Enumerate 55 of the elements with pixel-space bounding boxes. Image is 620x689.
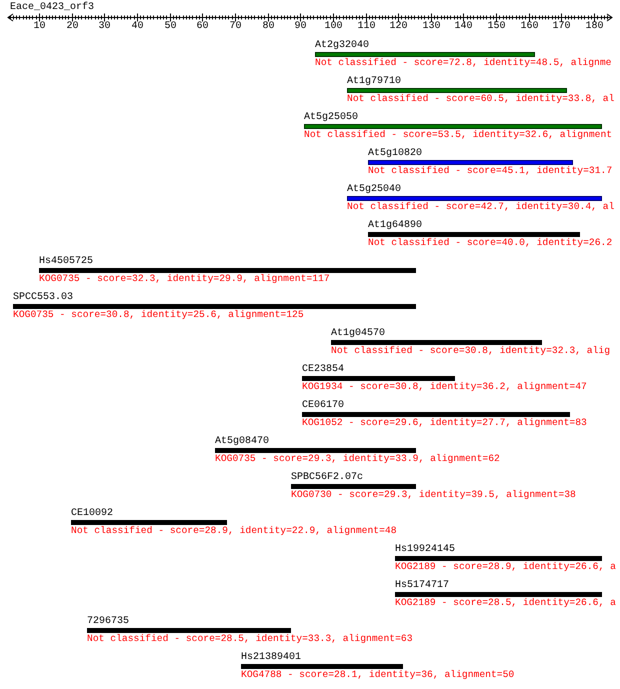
hit-name: Hs21389401	[241, 652, 302, 664]
tick-label: 20	[66, 21, 78, 32]
hit-name: CE06170	[302, 400, 344, 412]
hit-name: At1g79710	[347, 76, 402, 88]
hit-name: At5g10820	[368, 148, 422, 160]
tick-label: 120	[390, 21, 408, 32]
hit-description: KOG0730 - score=29.3, identity=39.5, alignment=38	[291, 489, 576, 501]
hit-name: At2g32040	[315, 40, 370, 52]
hit-description: KOG1934 - score=30.8, identity=36.2, alignment=47	[302, 381, 587, 393]
hit-description: Not classified - score=53.5, identity=32.6, alignment	[304, 129, 612, 141]
hit-description: Not classified - score=72.8, identity=48.5, alignme	[315, 57, 612, 69]
hit-name: Hs19924145	[395, 544, 456, 556]
hit-description: KOG0735 - score=29.3, identity=33.9, alignment=62	[215, 453, 500, 465]
tick-label: 80	[262, 21, 274, 32]
tick-label: 170	[552, 21, 570, 32]
tick-label: 70	[230, 21, 242, 32]
tick-label: 90	[294, 21, 306, 32]
tick-label: 40	[132, 21, 144, 32]
tick-label: 150	[488, 21, 506, 32]
hit-description: Not classified - score=42.7, identity=30.4, al	[347, 201, 614, 213]
hit-name: At5g25050	[304, 112, 358, 124]
tick-label: 60	[196, 21, 208, 32]
hit-name: SPBC56F2.07c	[291, 472, 364, 484]
sequence-title: Eace_0423_orf3	[10, 2, 94, 14]
hit-name: At1g04570	[331, 328, 386, 340]
hit-name: Hs4505725	[39, 256, 94, 268]
tick-label: 160	[520, 21, 538, 32]
hit-description: KOG1052 - score=29.6, identity=27.7, alignment=83	[302, 417, 587, 429]
hit-description: Not classified - score=28.5, identity=33.3, alignment=63	[87, 633, 413, 645]
hit-description: KOG2189 - score=28.5, identity=26.6, a	[395, 597, 616, 609]
hit-description: Not classified - score=28.9, identity=22.9, alignment=48	[71, 525, 397, 537]
hit-name: At1g64890	[368, 220, 422, 232]
hit-description: Not classified - score=45.1, identity=31.7	[368, 165, 612, 177]
hit-description: KOG0735 - score=30.8, identity=25.6, alignment=125	[13, 309, 304, 321]
hit-name: SPCC553.03	[13, 292, 74, 304]
tick-label: 30	[98, 21, 110, 32]
hit-name: At5g25040	[347, 184, 402, 196]
tick-label: 130	[422, 21, 440, 32]
hit-description: Not classified - score=60.5, identity=33.8, al	[347, 93, 614, 105]
hit-description: KOG2189 - score=28.9, identity=26.6, a	[395, 561, 616, 573]
hit-description: KOG4788 - score=28.1, identity=36, alignment=50	[241, 669, 514, 681]
tick-label: 10	[34, 21, 46, 32]
hit-description: KOG0735 - score=32.3, identity=29.9, alignment=117	[39, 273, 330, 285]
hit-name: CE10092	[71, 508, 114, 520]
hit-name: Hs5174717	[395, 580, 450, 592]
hit-name: At5g08470	[215, 436, 270, 448]
hit-description: Not classified - score=40.0, identity=26.2	[368, 237, 612, 249]
hit-description: Not classified - score=30.8, identity=32.3, alig	[331, 345, 610, 357]
tick-label: 110	[358, 21, 376, 32]
hit-name: CE23854	[302, 364, 344, 376]
hit-name: 7296735	[87, 616, 130, 628]
tick-label: 140	[454, 21, 472, 32]
tick-label: 180	[586, 21, 604, 32]
tick-label: 100	[324, 21, 342, 32]
tick-label: 50	[164, 21, 176, 32]
